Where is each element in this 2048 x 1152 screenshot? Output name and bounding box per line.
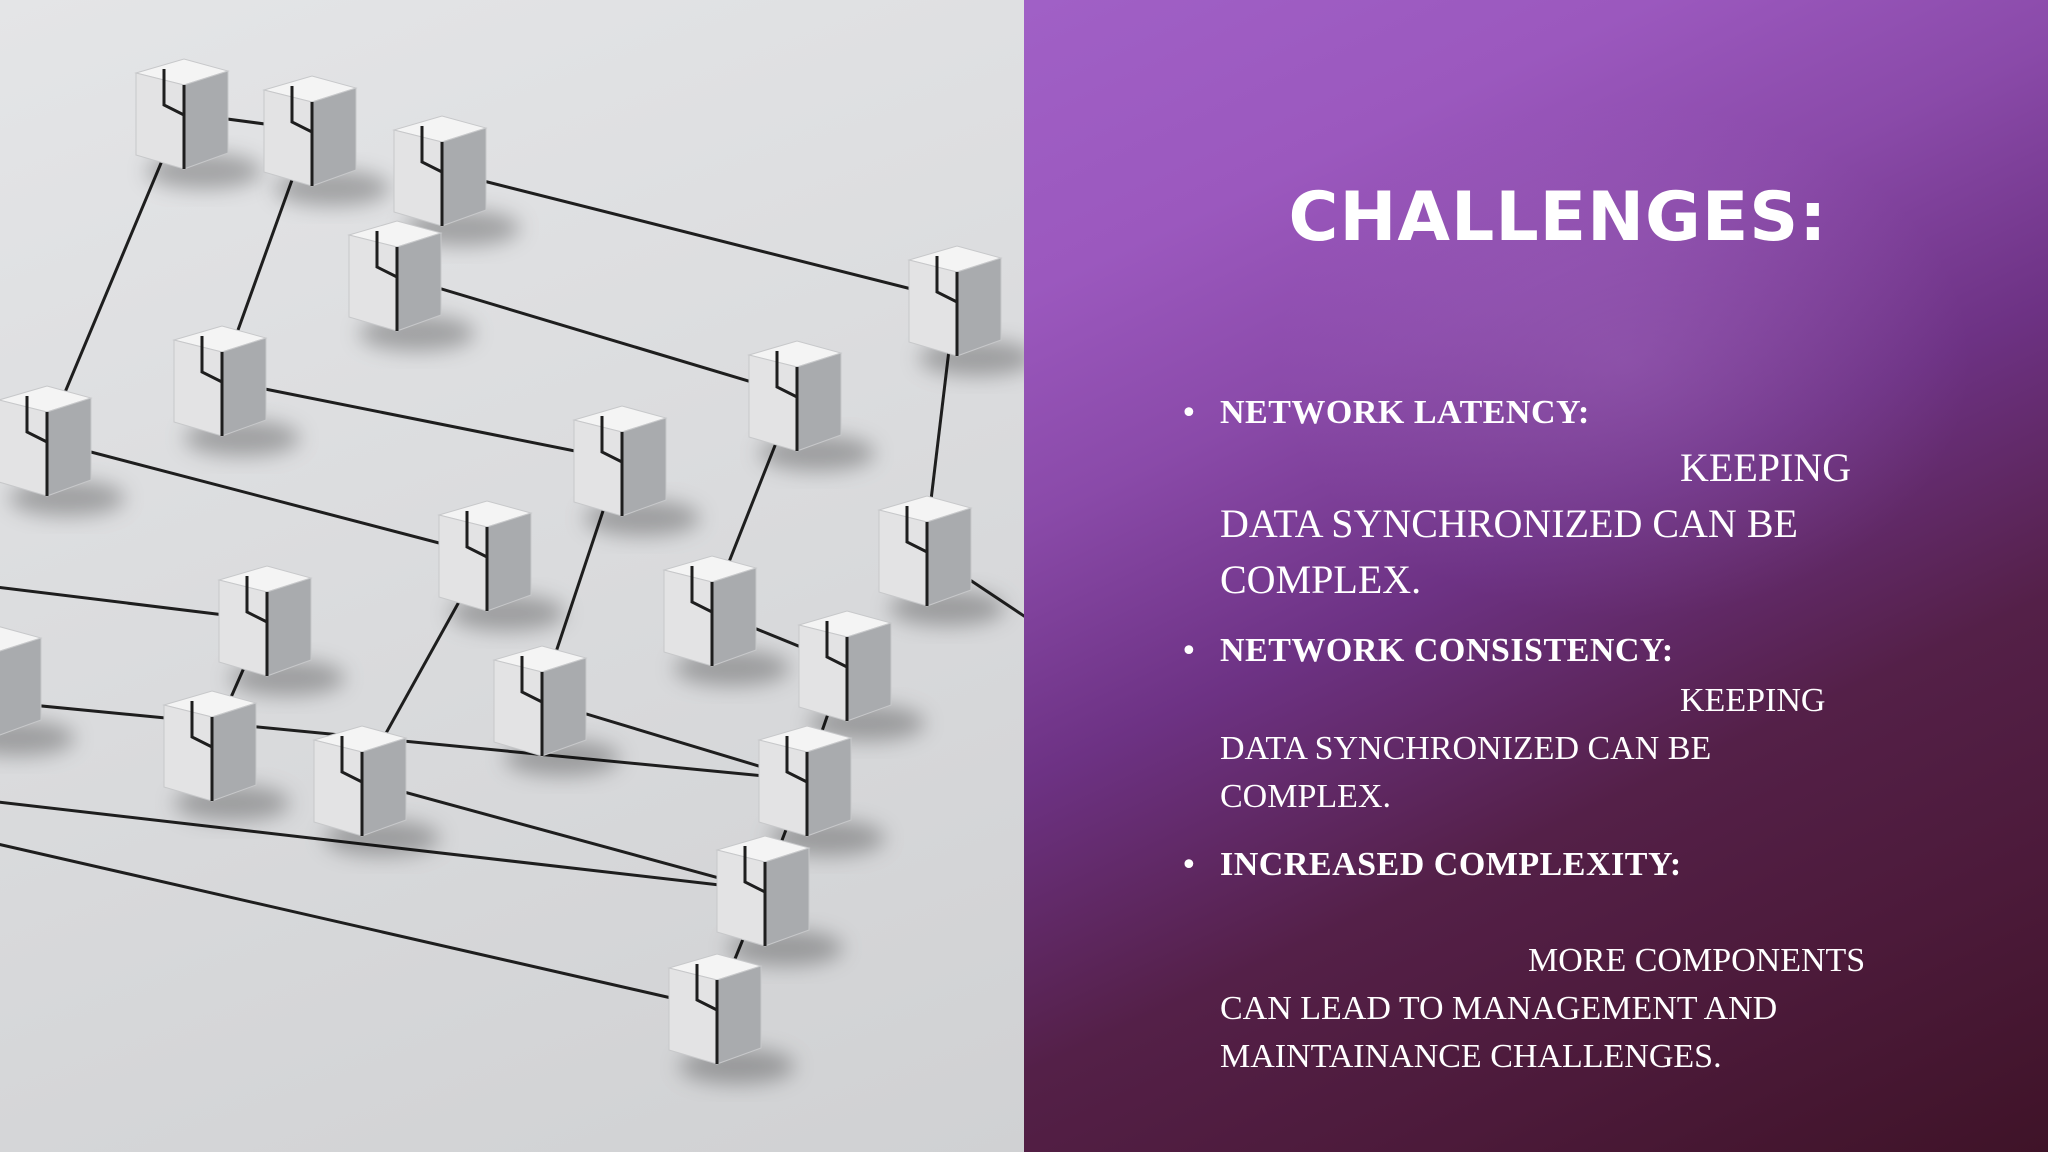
bullet-dot: • xyxy=(1180,634,1198,669)
bullet-heading: INCREASED COMPLEXITY: xyxy=(1220,846,1682,883)
bullet-line: DATA SYNCHRONIZED CAN BE xyxy=(1220,730,1712,767)
cube-node xyxy=(0,385,125,516)
bullet-line: KEEPING xyxy=(1680,682,1826,719)
bullet-line: COMPLEX. xyxy=(1220,557,1422,602)
bullet-line: MAINTAINANCE CHALLENGES. xyxy=(1220,1038,1722,1075)
cube-node xyxy=(437,500,565,631)
cube-node xyxy=(747,340,875,471)
bullet-dot: • xyxy=(1180,396,1198,431)
cube-node xyxy=(162,690,290,821)
cube-node xyxy=(217,565,345,696)
bullet-line: KEEPING xyxy=(1680,445,1852,490)
cube-nodes xyxy=(0,58,1024,1084)
cube-node xyxy=(172,325,300,456)
cube-node xyxy=(667,953,795,1084)
bullet-line: COMPLEX. xyxy=(1220,778,1391,815)
cube-node xyxy=(262,75,390,206)
cube-node xyxy=(757,725,885,856)
bullet-dot: • xyxy=(1180,848,1198,883)
cube-node xyxy=(392,115,520,246)
cube-node xyxy=(312,725,440,856)
bullet-heading: NETWORK LATENCY: xyxy=(1220,394,1590,431)
bullet-heading: NETWORK CONSISTENCY: xyxy=(1220,632,1674,669)
cube-node xyxy=(572,405,700,536)
network-cubes-image xyxy=(0,0,1024,1152)
panel-glow xyxy=(1274,100,1974,620)
connection-line xyxy=(0,585,266,622)
cube-node xyxy=(877,495,1005,626)
cube-node xyxy=(715,835,843,966)
content-panel: CHALLENGES: • NETWORK LATENCY: KEEPING D… xyxy=(1024,0,2048,1152)
connection-line xyxy=(359,778,764,892)
slide-title: CHALLENGES: xyxy=(1288,178,1828,257)
connection-line xyxy=(219,378,621,462)
cube-node xyxy=(492,645,620,776)
connection-line xyxy=(394,273,796,397)
network-cubes-illustration xyxy=(0,58,1024,1084)
bullet-line: CAN LEAD TO MANAGEMENT AND xyxy=(1220,990,1778,1027)
bullet-line: DATA SYNCHRONIZED CAN BE xyxy=(1220,501,1798,546)
cube-node xyxy=(0,626,75,756)
connection-line xyxy=(439,168,956,302)
cube-node xyxy=(347,220,475,351)
cube-node xyxy=(907,245,1024,376)
cube-node xyxy=(797,610,925,741)
cube-node xyxy=(662,555,790,686)
connection-line xyxy=(44,438,486,557)
cube-node xyxy=(134,58,262,189)
bullet-line: MORE COMPONENTS xyxy=(1528,942,1866,979)
connection-line xyxy=(0,843,716,1010)
